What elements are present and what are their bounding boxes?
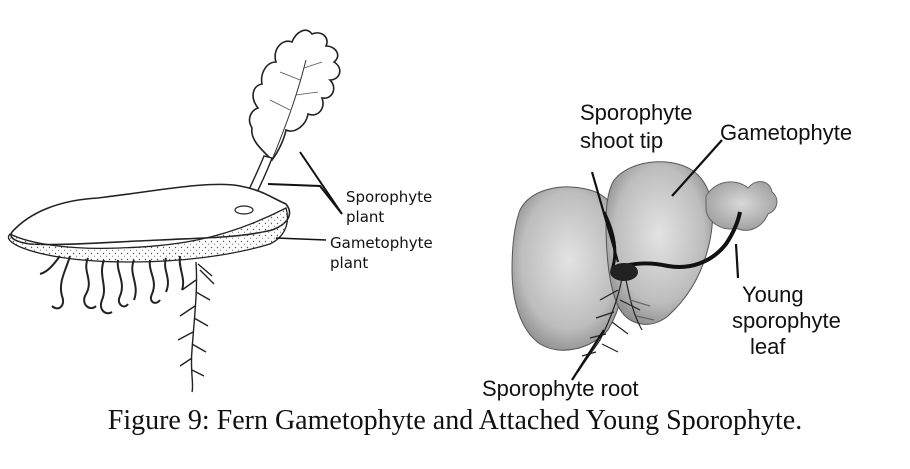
label-gametophyte-plant-2: plant	[330, 254, 368, 272]
sporophyte-root-drawing	[177, 261, 215, 393]
gametophyte-middle-lobe	[605, 161, 714, 325]
label-sporophyte-plant-2: plant	[346, 208, 384, 226]
label-young-leaf-1: Young	[742, 282, 804, 307]
shoot-tip-leader	[590, 171, 620, 263]
gametophyte-left-lobe	[511, 186, 627, 351]
label-shoot-tip-2: shoot tip	[580, 128, 663, 153]
leaf-leader	[734, 243, 740, 279]
label-young-leaf-2: sporophyte	[732, 308, 841, 333]
rhizoids	[39, 255, 185, 315]
gametophyte-leader-right	[671, 139, 723, 197]
figure-caption: Figure 9: Fern Gametophyte and Attached …	[107, 405, 803, 436]
sporophyte-leaf	[248, 29, 341, 162]
label-gametophyte-plant-1: Gametophyte	[330, 234, 433, 252]
label-shoot-tip-1: Sporophyte	[580, 100, 693, 125]
label-sporophyte-plant-1: Sporophyte	[346, 188, 432, 206]
gametophyte-leader	[275, 237, 327, 241]
root-leader	[571, 329, 605, 381]
label-sporophyte-root: Sporophyte root	[482, 376, 639, 401]
label-young-leaf-3: leaf	[750, 334, 786, 359]
left-fern-drawing: Sporophyte plant Gametophyte plant	[7, 29, 433, 393]
sporophyte-stem	[611, 211, 742, 272]
label-gametophyte-right: Gametophyte	[720, 120, 852, 145]
young-sporophyte-leaf	[705, 181, 778, 231]
right-fern-photo: Sporophyte shoot tip Gametophyte Young s…	[482, 100, 852, 401]
